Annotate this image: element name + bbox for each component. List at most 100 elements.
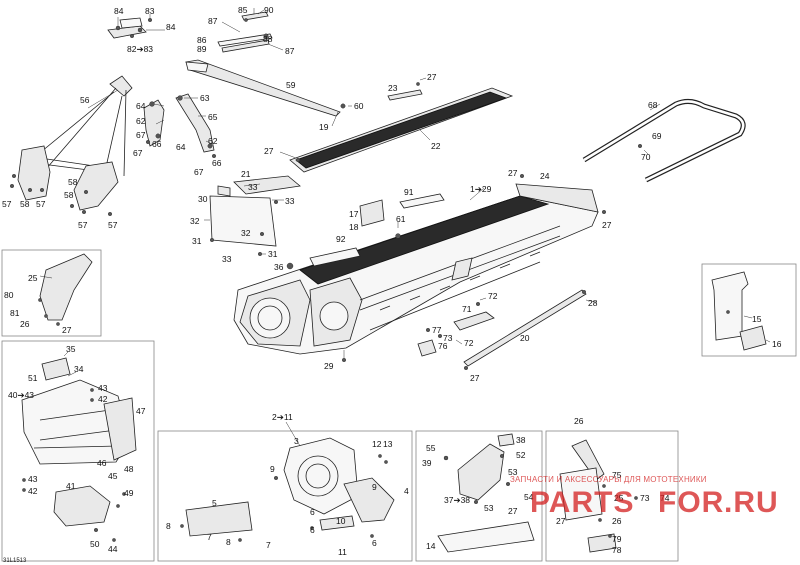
callout-21: 21 [241, 169, 251, 179]
callout-32: 32 [241, 228, 251, 238]
callout-82-83: 82➔83 [127, 44, 153, 54]
callout-27: 27 [556, 516, 566, 526]
callout-53: 53 [508, 467, 518, 477]
callout-5: 5 [212, 498, 217, 508]
callout-52: 52 [516, 450, 526, 460]
callout-27: 27 [62, 325, 72, 335]
callout-36: 36 [274, 262, 284, 272]
callout-47: 47 [136, 406, 146, 416]
figure-id: 31L1513 [3, 558, 27, 564]
steering-shaft [185, 59, 352, 127]
callout-1-29: 1➔29 [470, 184, 492, 194]
callout-14: 14 [426, 541, 436, 551]
callout-67: 67 [194, 167, 204, 177]
callout-12: 12 [372, 439, 382, 449]
callout-81: 81 [10, 308, 20, 318]
callout-91: 91 [404, 187, 414, 197]
callout-51: 51 [28, 373, 38, 383]
callout-8: 8 [226, 537, 231, 547]
callout-11: 11 [338, 547, 347, 557]
callout-labels: 84 83 84 82➔83 85 90 87 86 88 89 87 56 5… [2, 5, 782, 564]
callout-64: 64 [176, 142, 186, 152]
callout-16: 16 [772, 339, 782, 349]
callout-8: 8 [166, 521, 171, 531]
callout-57: 57 [108, 220, 118, 230]
callout-49: 49 [124, 488, 134, 498]
steering-arms-group [143, 93, 216, 158]
callout-62: 62 [136, 116, 146, 126]
callout-9: 9 [270, 464, 275, 474]
callout-59: 59 [286, 80, 296, 90]
callout-6: 6 [310, 507, 315, 517]
callout-73: 73 [640, 493, 650, 503]
callout-58: 58 [68, 177, 78, 187]
callout-39: 39 [422, 458, 432, 468]
callout-53: 53 [484, 503, 494, 513]
callout-33: 33 [285, 196, 295, 206]
callout-87: 87 [208, 16, 218, 26]
bracket-inset [38, 253, 93, 326]
callout-84: 84 [166, 22, 176, 32]
callout-71: 71 [462, 304, 472, 314]
callout-26: 26 [574, 416, 584, 426]
callout-43: 43 [98, 383, 108, 393]
callout-9: 9 [372, 482, 377, 492]
callout-3: 3 [294, 436, 299, 446]
callout-27: 27 [508, 506, 518, 516]
callout-37-38: 37➔38 [444, 495, 470, 505]
front-suspension-frame [9, 75, 133, 216]
callout-50: 50 [90, 539, 100, 549]
inset-frame-bumper-support [415, 430, 543, 562]
callout-29: 29 [324, 361, 334, 371]
callout-13: 13 [383, 439, 393, 449]
callout-27: 27 [264, 146, 274, 156]
callout-67: 67 [136, 130, 146, 140]
motor-mount-inset [180, 421, 395, 542]
callout-73: 73 [443, 333, 453, 343]
callout-80: 80 [4, 290, 14, 300]
callout-10: 10 [336, 516, 346, 526]
callout-44: 44 [108, 544, 118, 554]
inset-frame-side-plate [545, 430, 679, 562]
callout-7: 7 [207, 532, 212, 542]
callout-25: 25 [28, 273, 38, 283]
slide-rail [463, 289, 597, 371]
hood-support-group [204, 175, 301, 256]
watermark-tagline: ЗАПЧАСТИ И АКСЕССУАРЫ ДЛЯ МОТОТЕХНИКИ [510, 475, 707, 484]
watermark-brand-ru: .RU [724, 486, 779, 519]
inset-frame-motor-mount [157, 430, 413, 562]
callout-27: 27 [508, 168, 518, 178]
callout-45: 45 [108, 471, 118, 481]
callout-27: 27 [470, 373, 480, 383]
callout-26: 26 [612, 516, 622, 526]
callout-38: 38 [516, 435, 526, 445]
callout-42: 42 [28, 486, 38, 496]
watermark-brand-for: FOR [658, 486, 724, 519]
callout-30: 30 [198, 194, 208, 204]
cross-bar-group [217, 8, 284, 53]
callout-23: 23 [388, 83, 398, 93]
callout-2-11: 2➔11 [272, 412, 293, 422]
callout-72: 72 [464, 338, 474, 348]
callout-85: 85 [238, 5, 248, 15]
callout-32: 32 [190, 216, 200, 226]
callout-88: 88 [263, 34, 273, 44]
main-chassis [233, 173, 607, 363]
inset-frame-bracket-left [1, 249, 102, 337]
callout-67: 67 [133, 148, 143, 158]
callout-57: 57 [36, 199, 46, 209]
callout-28: 28 [588, 298, 598, 308]
rear-plate-inset [711, 271, 771, 351]
callout-27: 27 [427, 72, 437, 82]
callout-27: 27 [602, 220, 612, 230]
footrest-bracket-group [417, 297, 495, 357]
callout-34: 34 [74, 364, 84, 374]
callout-65: 65 [208, 112, 218, 122]
callout-55: 55 [426, 443, 436, 453]
callout-90: 90 [264, 5, 274, 15]
rear-bumper-loop [582, 98, 746, 183]
callout-92: 92 [336, 234, 346, 244]
callout-72: 72 [488, 291, 498, 301]
callout-42: 42 [98, 394, 108, 404]
